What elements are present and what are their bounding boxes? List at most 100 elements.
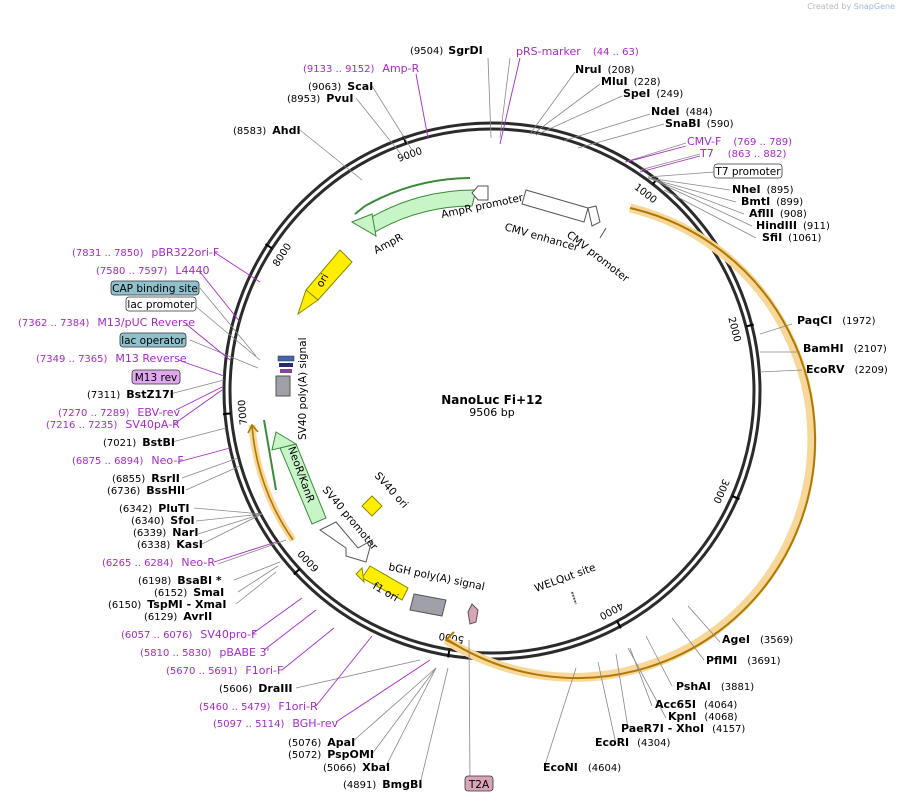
tick-mark xyxy=(222,412,232,416)
svg-text:(9063)ScaI: (9063)ScaI xyxy=(308,80,373,93)
primer-pos: (5670 .. 5691) xyxy=(166,666,238,677)
cmv-enhancer-arrow xyxy=(521,189,589,223)
primer-pos: (7216 .. 7235) xyxy=(46,420,118,431)
svg-text:NdeI(484): NdeI (484) xyxy=(651,105,713,118)
site-name: SfiI xyxy=(762,231,782,244)
site-pos: (6342) xyxy=(119,504,152,515)
backbone-inner xyxy=(228,127,756,655)
site-pos: (5076) xyxy=(288,738,321,749)
ori-arrow-body xyxy=(305,249,353,301)
site-pos: (908) xyxy=(780,209,807,220)
neor-arrow-head xyxy=(271,431,298,451)
primer-name: pBR322ori-F xyxy=(151,246,219,259)
cap-site-box xyxy=(110,280,200,296)
sv40-polya-box xyxy=(275,375,291,397)
t7-promoter-box xyxy=(713,163,783,179)
svg-text:(4891)BmgBI: (4891)BmgBI xyxy=(343,778,422,791)
svg-text:EcoRV(2209): EcoRV(2209) xyxy=(806,363,888,376)
site-name: PaqCI xyxy=(797,314,832,327)
sv40-polya-label: SV40 poly(A) signal xyxy=(297,337,309,440)
primer-name: pBABE 3' xyxy=(219,646,269,659)
orf-arc-neo xyxy=(251,424,294,541)
site-pos: (4157) xyxy=(712,724,745,735)
svg-text:(6265 .. 6284)Neo-R: (6265 .. 6284)Neo-R xyxy=(102,556,215,569)
primer-name: L4440 xyxy=(175,264,209,277)
primer-name: M13 Reverse xyxy=(115,352,186,365)
cap-site-label: CAP binding site xyxy=(112,283,198,295)
svg-text:(9504)SgrDI: (9504)SgrDI xyxy=(410,44,483,57)
primer-pos: (769 .. 789) xyxy=(733,137,792,148)
site-name: EcoRI xyxy=(595,736,629,749)
svg-text:SpeI(249): SpeI(249) xyxy=(623,87,683,100)
primer-pos: (5810 .. 5830) xyxy=(140,648,212,659)
site-pos: (899) xyxy=(776,197,803,208)
svg-text:(5072)PspOMI: (5072)PspOMI xyxy=(288,748,374,761)
site-name: ScaI xyxy=(347,80,373,93)
site-name: PshAI xyxy=(676,680,711,693)
site-name: TspMI - XmaI xyxy=(147,598,226,611)
site-pos: (6339) xyxy=(133,528,166,539)
tick-mark xyxy=(731,495,740,501)
site-pos: (6150) xyxy=(108,600,141,611)
site-pos: (895) xyxy=(767,185,794,196)
primer-name: EBV-rev xyxy=(137,406,180,419)
lac-operator-box xyxy=(119,332,187,348)
t2a-box xyxy=(464,775,494,792)
credit-brand: SnapGene xyxy=(853,2,895,11)
tick-label: 2000 xyxy=(725,316,742,343)
site-name: NruI xyxy=(575,63,602,76)
primer-name: F1ori-F xyxy=(245,664,283,677)
ampr-orf-tip xyxy=(354,205,366,215)
site-labels: (9504)SgrDI NruI(208) MluI(228) SpeI(249… xyxy=(87,44,888,791)
svg-text:(5066)XbaI: (5066)XbaI xyxy=(323,761,390,774)
site-pos: (2209) xyxy=(855,365,888,376)
f1-ori-arrow-body xyxy=(361,565,409,601)
svg-text:(8583)AhdI: (8583)AhdI xyxy=(233,124,301,137)
credit-prefix: Created by xyxy=(807,2,852,11)
site-name: BmgBI xyxy=(382,778,422,791)
primer-name: pRS-marker xyxy=(516,45,581,58)
orf-arc-main-arrowhead xyxy=(444,631,457,646)
svg-text:(7362 .. 7384)M13/pUC Reverse: (7362 .. 7384)M13/pUC Reverse xyxy=(18,316,195,329)
orf-arc-neo-arrowhead xyxy=(247,423,259,434)
svg-text:MluI(228): MluI(228) xyxy=(601,75,661,88)
m13-rev-box xyxy=(131,369,181,385)
ori-label: ori xyxy=(314,272,331,290)
site-name: NheI xyxy=(732,183,761,196)
m13-mark xyxy=(279,363,293,367)
welqut-label: WELQut site xyxy=(533,562,597,595)
site-name: SgrDI xyxy=(448,44,482,57)
primer-name: M13/pUC Reverse xyxy=(97,316,195,329)
site-name: PaeR7I - XhoI xyxy=(621,722,704,735)
site-name: Acc65I xyxy=(655,698,696,711)
primer-pos: (6265 .. 6284) xyxy=(102,558,174,569)
svg-text:EcoRI(4304): EcoRI(4304) xyxy=(595,736,671,749)
neor-orf-line xyxy=(263,419,277,491)
primer-name: CMV-F xyxy=(687,135,721,148)
tick-label: 5000 xyxy=(438,630,465,645)
site-name: NdeI xyxy=(651,105,680,118)
plasmid-name: NanoLuc Fi+12 xyxy=(441,393,542,407)
svg-text:(6736)BssHII: (6736)BssHII xyxy=(107,484,185,497)
svg-text:(6150)TspMI - XmaI: (6150) TspMI - XmaI xyxy=(108,598,226,611)
primer-labels: pRS-marker(44 .. 63) (9133 .. 9152)Amp-R… xyxy=(18,45,792,730)
primer-pos: (5460 .. 5479) xyxy=(199,702,271,713)
site-pos: (228) xyxy=(634,77,661,88)
primer-name: Neo-F xyxy=(151,454,183,467)
t2a-mark xyxy=(467,603,479,625)
svg-text:(7831 .. 7850)pBR322ori-F: (7831 .. 7850)pBR322ori-F xyxy=(72,246,219,259)
tick-label: 9000 xyxy=(396,146,424,165)
primer-pos: (9133 .. 9152) xyxy=(303,64,375,75)
site-pos: (484) xyxy=(686,107,713,118)
svg-text:(7270 .. 7289)EBV-rev: (7270 .. 7289)EBV-rev xyxy=(58,406,180,419)
plasmid-size: 9506 bp xyxy=(469,406,514,419)
svg-text:T7(863 .. 882): T7(863 .. 882) xyxy=(699,147,787,160)
site-pos: (4604) xyxy=(588,763,621,774)
svg-text:(9133 .. 9152)Amp-R: (9133 .. 9152)Amp-R xyxy=(303,62,420,75)
site-name: SpeI xyxy=(623,87,650,100)
ampr-label: AmpR xyxy=(372,231,405,256)
cap-mark xyxy=(280,369,292,373)
svg-text:(5810 .. 5830)pBABE 3': (5810 .. 5830) pBABE 3' xyxy=(140,646,270,659)
svg-text:(5670 .. 5691)F1ori-F: (5670 .. 5691) F1ori-F xyxy=(166,664,283,677)
site-pos: (3569) xyxy=(760,635,793,646)
